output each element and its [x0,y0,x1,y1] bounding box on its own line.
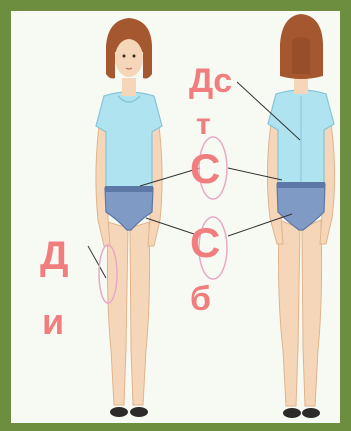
front-left-shoe [110,407,128,417]
label-center-hip-1: С [190,148,220,190]
back-waistband [277,182,325,188]
back-left-shoe [283,408,301,418]
front-left-eye [123,55,126,58]
front-right-eye [133,55,136,58]
front-waistband [105,186,153,192]
front-neck [122,78,136,96]
label-front-waist-line2: т [196,110,211,140]
label-front-waist: Дс [189,64,232,98]
back-hair-shade [292,37,310,74]
front-shirt [96,92,162,190]
label-side-leg-line2: и [42,304,64,340]
back-right-shoe [302,408,320,418]
label-center-hip-2-line2: б [190,282,211,316]
front-face [115,39,143,77]
label-center-hip-2: С [190,222,220,264]
label-side-leg: Д [40,236,69,276]
front-right-shoe [130,407,148,417]
